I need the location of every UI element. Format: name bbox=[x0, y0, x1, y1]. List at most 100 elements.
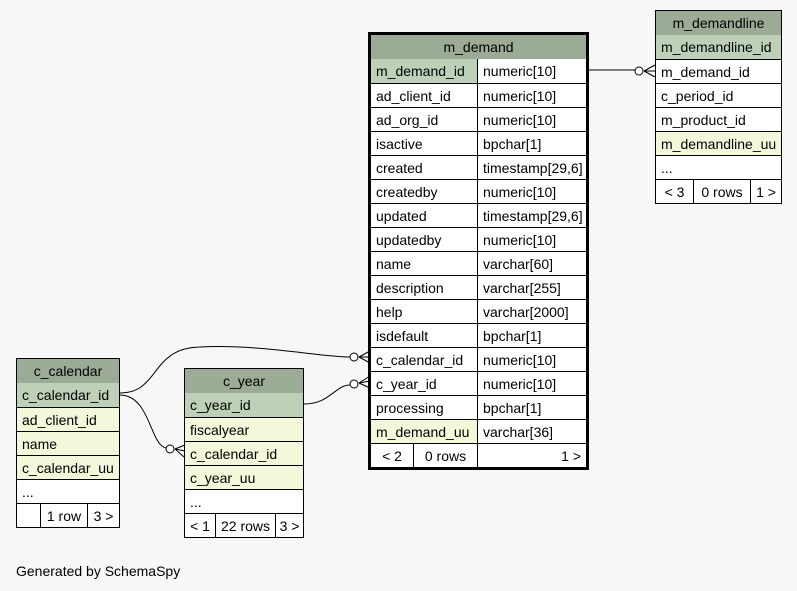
column-name[interactable]: c_year_uu bbox=[185, 466, 303, 489]
column-type: varchar[60] bbox=[477, 252, 586, 275]
column-name[interactable]: c_calendar_id bbox=[371, 348, 477, 371]
footer-rows: 1 row bbox=[40, 504, 87, 527]
column-type: varchar[2000] bbox=[477, 300, 586, 323]
column-name[interactable]: c_calendar_uu bbox=[17, 456, 119, 479]
column-name[interactable]: ad_client_id bbox=[371, 84, 477, 107]
column-type: varchar[255] bbox=[477, 276, 586, 299]
column-name[interactable]: c_year_id bbox=[185, 393, 303, 417]
footer-right[interactable]: 3 > bbox=[275, 514, 303, 537]
footer-left[interactable] bbox=[17, 504, 40, 527]
column-name[interactable]: isactive bbox=[371, 132, 477, 155]
footer-rows: 0 rows bbox=[413, 444, 477, 467]
column-name[interactable]: created bbox=[371, 156, 477, 179]
table-footer: 1 row 3 > bbox=[17, 503, 119, 527]
table-row[interactable]: ... bbox=[185, 489, 303, 513]
column-name[interactable]: name bbox=[371, 252, 477, 275]
footer-right[interactable]: 1 > bbox=[750, 180, 781, 203]
table-row[interactable]: ... bbox=[17, 479, 119, 503]
column-name[interactable]: name bbox=[17, 432, 119, 455]
table-row[interactable]: c_year_id bbox=[185, 393, 303, 417]
footer-left[interactable]: < 3 bbox=[656, 180, 693, 203]
column-name[interactable]: createdby bbox=[371, 180, 477, 203]
column-type: numeric[10] bbox=[477, 84, 586, 107]
column-name[interactable]: updated bbox=[371, 204, 477, 227]
column-name[interactable]: ... bbox=[17, 480, 119, 503]
column-name[interactable]: c_calendar_id bbox=[17, 383, 119, 407]
table-row[interactable]: name bbox=[17, 431, 119, 455]
footer-left[interactable]: < 2 bbox=[371, 444, 413, 467]
column-name[interactable]: c_year_id bbox=[371, 372, 477, 395]
edge-m-demand-to-m-demandline bbox=[588, 64, 656, 78]
table-title[interactable]: c_year bbox=[185, 369, 303, 393]
column-name[interactable]: help bbox=[371, 300, 477, 323]
column-name[interactable]: fiscalyear bbox=[185, 418, 303, 441]
column-name[interactable]: description bbox=[371, 276, 477, 299]
table-title[interactable]: m_demandline bbox=[656, 11, 781, 35]
edge-c-year-to-m-demand bbox=[303, 375, 371, 405]
column-name[interactable]: ad_org_id bbox=[371, 108, 477, 131]
column-name[interactable]: m_demand_uu bbox=[371, 420, 477, 443]
column-name[interactable]: c_calendar_id bbox=[185, 442, 303, 465]
table-row[interactable]: ad_client_id bbox=[17, 407, 119, 431]
column-name[interactable]: c_period_id bbox=[656, 84, 781, 107]
column-type: varchar[36] bbox=[477, 420, 586, 443]
column-name[interactable]: updatedby bbox=[371, 228, 477, 251]
column-name[interactable]: m_demandline_id bbox=[656, 35, 781, 59]
table-row[interactable]: c_year_uu bbox=[185, 465, 303, 489]
column-type: timestamp[29,6] bbox=[477, 156, 586, 179]
column-name[interactable]: processing bbox=[371, 396, 477, 419]
table-row[interactable]: c_calendar_uu bbox=[17, 455, 119, 479]
column-name[interactable]: ... bbox=[185, 490, 303, 513]
footer-right[interactable]: 1 > bbox=[477, 444, 586, 467]
footer-right[interactable]: 3 > bbox=[87, 504, 119, 527]
column-name[interactable]: ad_client_id bbox=[17, 408, 119, 431]
table-row[interactable]: c_period_id bbox=[656, 83, 781, 107]
edge-c-calendar-to-c-year bbox=[119, 394, 186, 458]
table-row[interactable]: m_demand_id bbox=[656, 59, 781, 83]
column-name[interactable]: m_demandline_uu bbox=[656, 132, 781, 155]
column-type: numeric[10] bbox=[477, 348, 586, 371]
table-row[interactable]: m_demandline_uu bbox=[656, 131, 781, 155]
table-title[interactable]: m_demand bbox=[371, 35, 586, 59]
column-type: numeric[10] bbox=[477, 180, 586, 203]
footer-rows: 22 rows bbox=[215, 514, 275, 537]
column-name[interactable]: m_demand_id bbox=[371, 59, 477, 83]
column-name[interactable]: isdefault bbox=[371, 324, 477, 347]
column-name[interactable]: m_product_id bbox=[656, 108, 781, 131]
footer-rows: 0 rows bbox=[693, 180, 750, 203]
column-type: numeric[10] bbox=[477, 228, 586, 251]
table-title[interactable]: c_calendar bbox=[17, 359, 119, 383]
table-row[interactable]: c_calendar_id bbox=[185, 441, 303, 465]
table-row[interactable]: c_calendar_id bbox=[17, 383, 119, 407]
table-row[interactable]: m_product_id bbox=[656, 107, 781, 131]
table-row[interactable]: ... bbox=[656, 155, 781, 179]
column-type: timestamp[29,6] bbox=[477, 204, 586, 227]
footer-left[interactable]: < 1 bbox=[185, 514, 215, 537]
column-name[interactable]: ... bbox=[656, 156, 781, 179]
column-name[interactable]: m_demand_id bbox=[656, 60, 781, 83]
table-row[interactable]: m_demandline_id bbox=[656, 35, 781, 59]
table-row[interactable]: fiscalyear bbox=[185, 417, 303, 441]
generated-by-text: Generated by SchemaSpy bbox=[16, 563, 181, 579]
column-type: bpchar[1] bbox=[477, 324, 586, 347]
